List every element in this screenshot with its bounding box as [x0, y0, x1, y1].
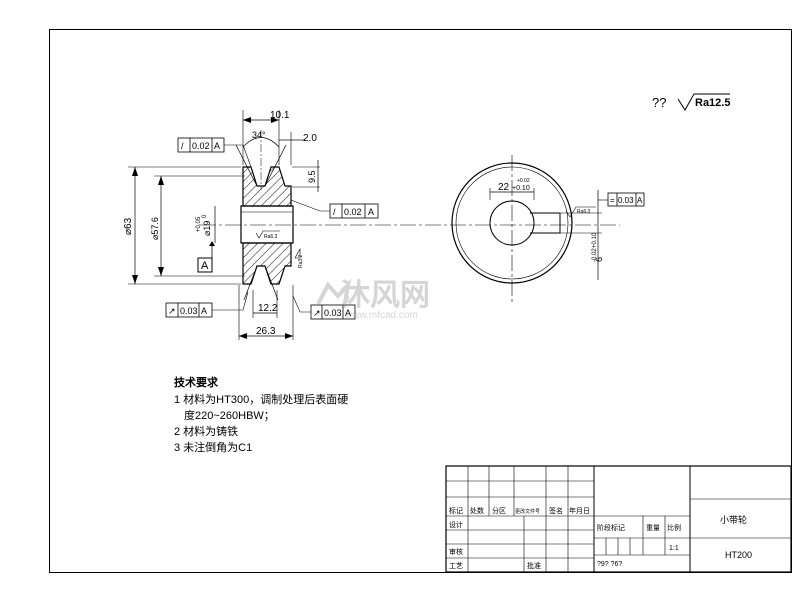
tolerance-frame-top-left: / 0.02 A	[177, 137, 225, 153]
title-block	[445, 465, 792, 573]
svg-text:批准: 批准	[527, 561, 541, 570]
svg-text:34°: 34°	[252, 130, 266, 140]
tolerance-frame-right: = 0.03 A	[598, 192, 645, 207]
svg-text:22: 22	[498, 182, 510, 193]
svg-text:比例: 比例	[667, 523, 681, 532]
svg-text:↗: ↗	[168, 306, 176, 316]
tolerance-frame-middle: / 0.02 A	[329, 203, 379, 219]
drawing-frame	[49, 29, 792, 573]
tolerance-frame-bottom-left: ↗ 0.03 A	[165, 302, 213, 318]
svg-text:分区: 分区	[492, 506, 506, 515]
svg-text:+0.10: +0.10	[592, 232, 598, 248]
technical-requirements: 技术要求 1 材料为HT300，调制处理后表面硬 度220~260HBW； 2 …	[174, 375, 348, 454]
bore	[240, 205, 294, 244]
svg-text:10.1: 10.1	[270, 110, 290, 121]
svg-text:+0.10: +0.10	[512, 185, 530, 192]
svg-text:沐风网: 沐风网	[340, 279, 430, 312]
svg-text:0: 0	[202, 214, 208, 218]
svg-text:重量: 重量	[646, 524, 660, 532]
svg-text:Ra6.3: Ra6.3	[577, 209, 591, 215]
svg-text:⌀57.6: ⌀57.6	[150, 217, 160, 240]
svg-text:阶段标记: 阶段标记	[597, 523, 625, 532]
svg-text:Ra12.5: Ra12.5	[695, 97, 730, 109]
corner-roughness: ?? Ra12.5	[652, 93, 730, 111]
svg-text:+0.05: +0.05	[196, 216, 202, 232]
svg-text:审核: 审核	[449, 547, 463, 556]
svg-text:A: A	[201, 260, 209, 272]
svg-text:www.mfcad.com: www.mfcad.com	[344, 310, 418, 321]
svg-text:/: /	[333, 207, 336, 217]
svg-text:处数: 处数	[470, 506, 484, 515]
section-view: Ra6.3 Ra3.2 10.1 34° 2.0 9.5 ⌀63 ⌀57.6 ⌀…	[123, 110, 620, 340]
svg-text:??: ??	[652, 95, 666, 110]
svg-text:A: A	[345, 308, 351, 318]
svg-text:1 材料为HT300，调制处理后表面硬: 1 材料为HT300，调制处理后表面硬	[174, 392, 348, 406]
svg-text:设计: 设计	[449, 520, 463, 529]
svg-text:2 材料为铸铁: 2 材料为铸铁	[174, 424, 238, 438]
svg-text:A: A	[201, 306, 207, 316]
svg-text:↗: ↗	[313, 308, 321, 318]
svg-text:0.03: 0.03	[618, 196, 634, 205]
svg-text:⌀19: ⌀19	[202, 221, 212, 236]
tolerance-frame-bottom-right: ↗ 0.03 A	[310, 304, 356, 320]
svg-text:技术要求: 技术要求	[174, 375, 219, 389]
svg-text:26.3: 26.3	[256, 326, 276, 337]
svg-text:Ra3.2: Ra3.2	[298, 254, 304, 268]
svg-text:0.02: 0.02	[344, 207, 362, 217]
svg-text:-0.02: -0.02	[592, 248, 598, 262]
svg-text:A: A	[214, 141, 220, 151]
svg-text:签名: 签名	[549, 506, 563, 515]
svg-text:A: A	[637, 196, 643, 205]
svg-text:9.5: 9.5	[307, 170, 317, 183]
svg-text:12.2: 12.2	[258, 303, 278, 314]
section-lower	[242, 242, 292, 285]
svg-text:/: /	[181, 141, 184, 151]
svg-text:⌀63: ⌀63	[123, 217, 134, 235]
svg-text:3 未注倒角为C1: 3 未注倒角为C1	[174, 440, 252, 454]
svg-text:A: A	[368, 207, 374, 217]
svg-text:小带轮: 小带轮	[720, 514, 747, 525]
keyway	[530, 212, 561, 234]
svg-text:Ra6.3: Ra6.3	[264, 234, 278, 240]
svg-text:0.03: 0.03	[180, 306, 198, 316]
svg-text:2.0: 2.0	[303, 133, 317, 144]
svg-text:0.03: 0.03	[324, 308, 342, 318]
datum-marker: A	[197, 241, 215, 273]
svg-text:年月日: 年月日	[569, 506, 590, 515]
end-view: 22 +0.10 +0.02 6 -0.02 +0.10 Ra6.3 = 0.0…	[451, 155, 645, 302]
watermark: 沐风网 www.mfcad.com	[316, 278, 430, 321]
svg-text:更改文件号: 更改文件号	[515, 508, 540, 515]
svg-text:工艺: 工艺	[449, 562, 463, 570]
svg-text:?9? ?6?: ?9? ?6?	[597, 561, 622, 568]
svg-text:度220~260HBW；: 度220~260HBW；	[184, 408, 275, 422]
svg-text:=: =	[610, 196, 615, 205]
title-block-text: 标记 处数 分区 更改文件号 签名 年月日 设计 审核 工艺 批准 阶段标记 重…	[449, 506, 752, 570]
svg-text:6: 6	[594, 257, 604, 262]
svg-text:+0.02: +0.02	[517, 178, 530, 184]
watermark-logo	[316, 278, 352, 309]
svg-text:标记: 标记	[449, 506, 463, 515]
svg-text:1:1: 1:1	[669, 545, 679, 552]
svg-text:HT200: HT200	[725, 550, 752, 560]
svg-text:0.02: 0.02	[192, 141, 210, 151]
